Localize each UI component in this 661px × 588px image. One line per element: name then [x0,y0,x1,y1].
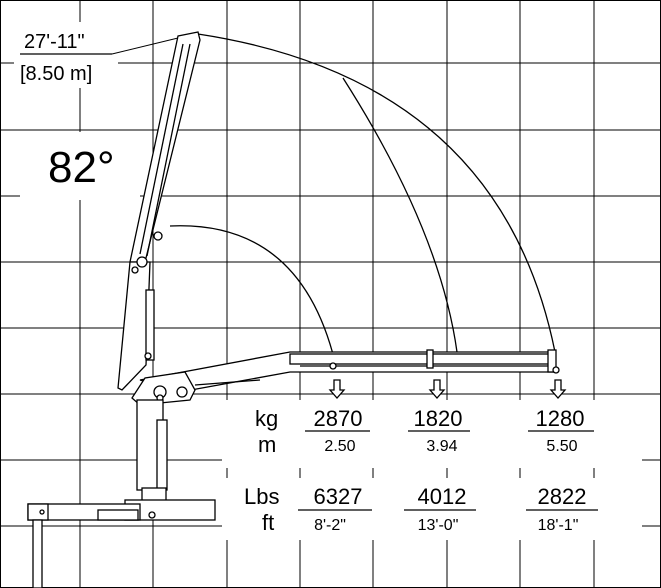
load-arrow-2 [428,379,446,399]
load-1-ft: 8'-2" [314,517,346,534]
load-3-m: 5.50 [546,438,577,455]
load-arrow-1 [328,379,346,399]
unit-kg: kg [255,406,278,431]
unit-lbs: Lbs [244,484,279,509]
load-2-lbs: 4012 [418,484,467,509]
load-3-kg: 1280 [536,406,585,431]
load-2-kg: 1820 [414,406,463,431]
outer-reach-arc [197,33,556,353]
vertical-boom [117,31,201,391]
boom-angle: 82° [48,143,115,192]
unit-ft: ft [262,510,274,535]
load-arrows [328,379,567,399]
load-2-m: 3.94 [426,438,457,455]
label-masks [14,22,642,540]
load-1-m: 2.50 [324,438,355,455]
horizontal-boom [139,349,560,393]
height-imperial: 27'-11" [24,31,85,53]
crane-column [124,371,216,521]
load-arrow-3 [549,379,567,399]
height-metric: [8.50 m] [20,63,92,85]
unit-m: m [258,432,276,457]
load-3-ft: 18'-1" [538,517,579,534]
crane-base [27,503,141,588]
load-2-ft: 13'-0" [418,517,459,534]
middle-reach-arc [342,77,458,353]
reach-arcs [169,33,556,363]
load-1-lbs: 6327 [314,484,363,509]
load-3-lbs: 2822 [538,484,587,509]
load-1-kg: 2870 [314,406,363,431]
height-leader [111,37,179,55]
inner-reach-arc [169,225,336,363]
